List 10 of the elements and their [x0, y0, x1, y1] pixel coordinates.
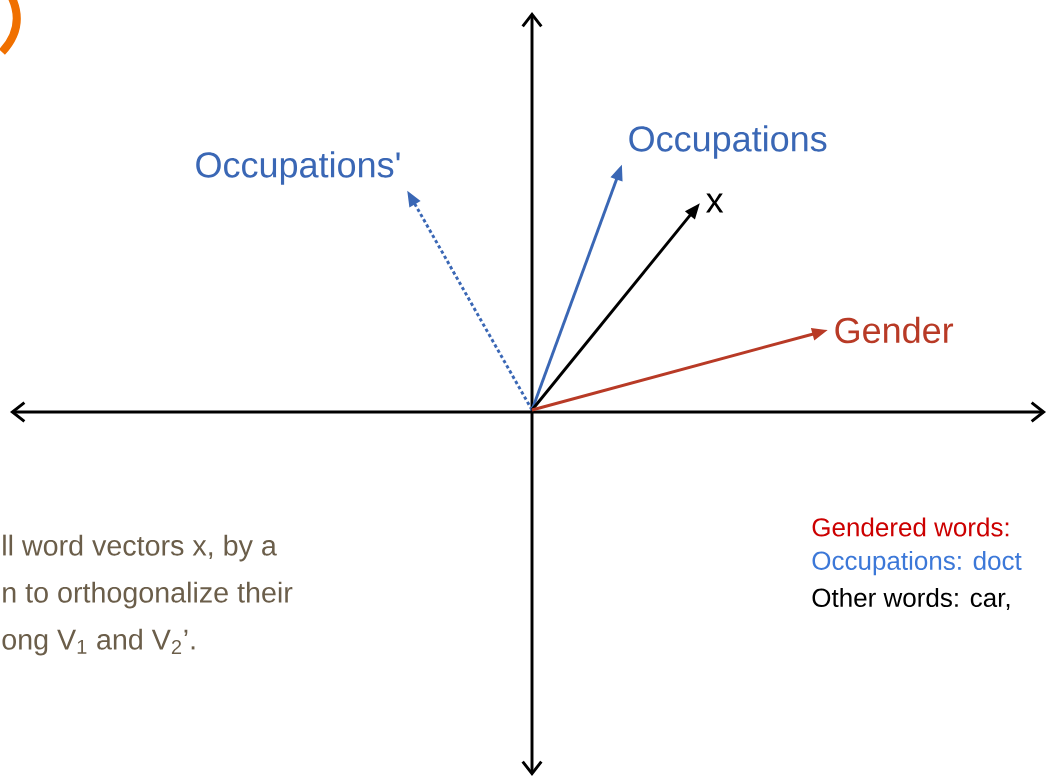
legend-text: Occupations: doct — [812, 550, 1022, 576]
vector-label: Occupations' — [196, 151, 400, 185]
legend-text: Gendered words: — [812, 517, 1009, 537]
text-line: n to orthogonalize their — [3, 581, 293, 609]
text-line: ll word vectors x, by a — [3, 534, 277, 562]
vector-label: Gender — [835, 316, 954, 344]
legend-text: Other words: car, — [812, 587, 1010, 611]
vector-label: Occupations — [629, 125, 827, 159]
vector-label: x — [706, 193, 724, 213]
text-line: ong V$_{1}$ and V$_{2}$’. — [2, 628, 195, 656]
